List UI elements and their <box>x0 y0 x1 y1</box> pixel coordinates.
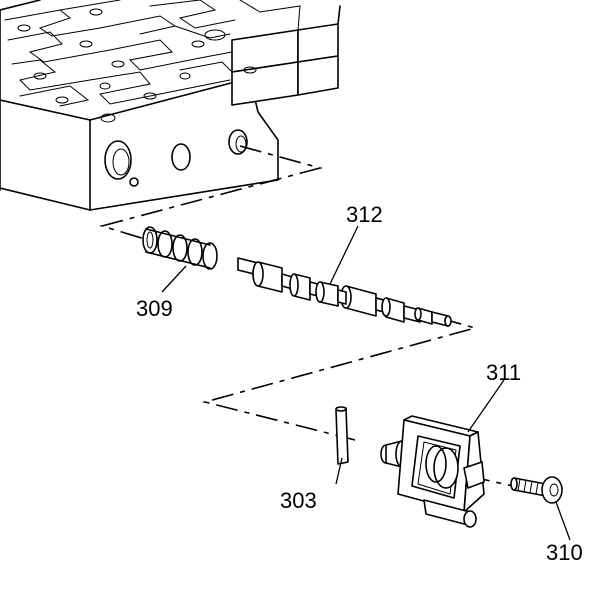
leader-lines <box>161 225 571 541</box>
bolt-310 <box>510 476 563 504</box>
callout-309: 309 <box>136 296 173 321</box>
callout-312: 312 <box>346 202 383 227</box>
callout-311: 311 <box>486 360 521 385</box>
pin-303 <box>335 406 349 465</box>
callout-303: 303 <box>280 488 317 513</box>
valve-body <box>0 0 341 211</box>
callout-310: 310 <box>546 540 583 565</box>
valve-312 <box>237 257 452 327</box>
spring-309 <box>142 226 218 270</box>
solenoid-311 <box>380 415 485 528</box>
